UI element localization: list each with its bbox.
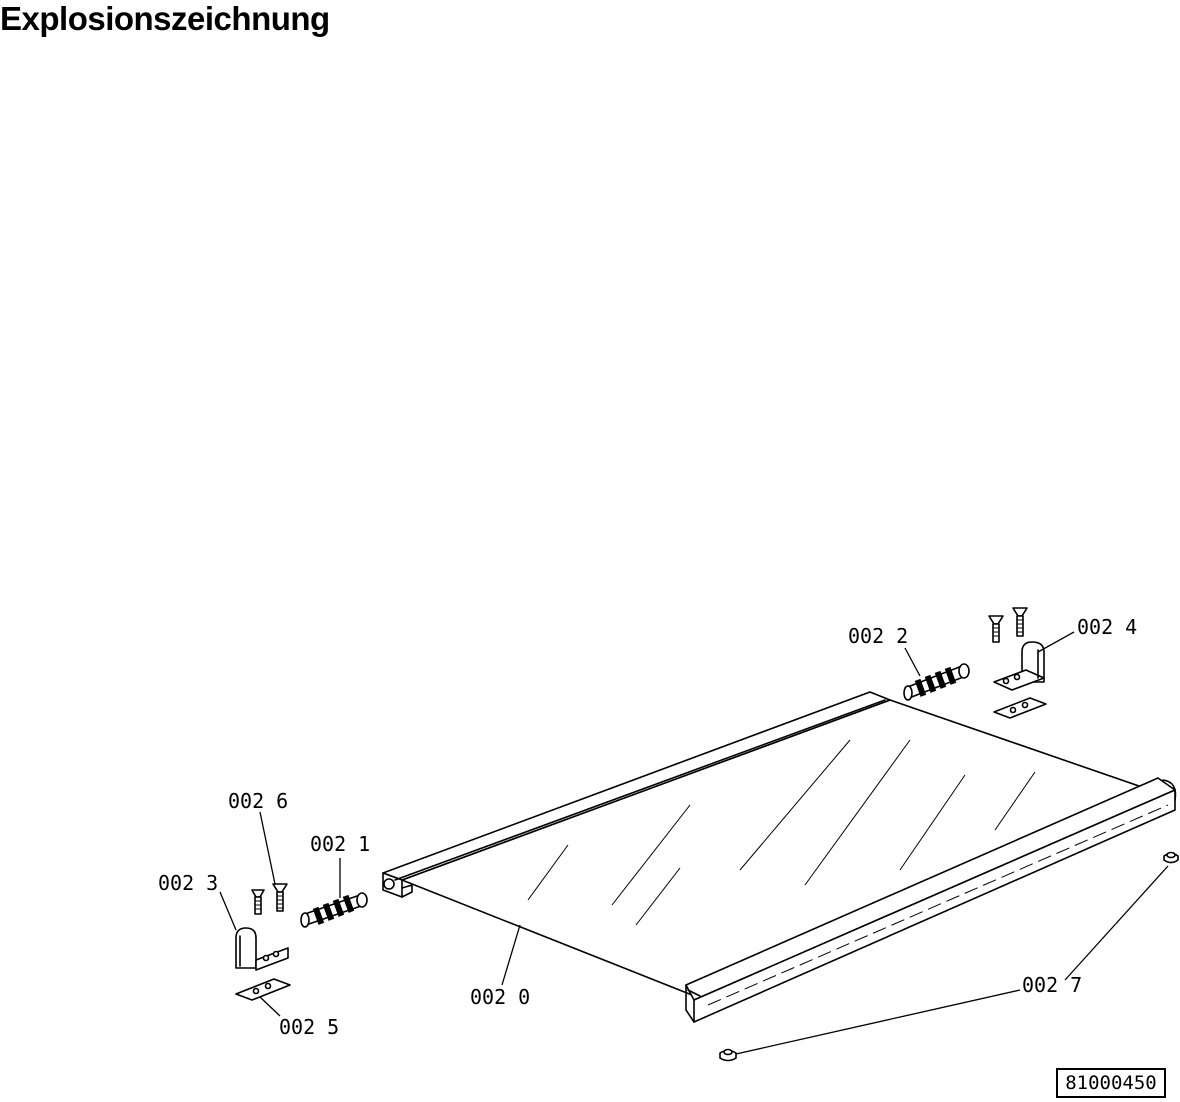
- drawing-number-box: 81000450: [1056, 1068, 1166, 1098]
- support-bolt-right: [903, 663, 970, 701]
- plate-right: [993, 697, 1047, 719]
- part-label-0024: 002 4: [1077, 615, 1137, 639]
- bracket-right: [993, 641, 1045, 691]
- bracket-left: [235, 927, 289, 971]
- plate-left: [235, 978, 291, 1001]
- screws-left: [251, 883, 288, 915]
- part-label-0026: 002 6: [228, 789, 288, 813]
- part-label-0020: 002 0: [470, 985, 530, 1009]
- support-bolt-left: [300, 892, 368, 928]
- screws-right: [988, 607, 1028, 643]
- part-label-0023: 002 3: [158, 871, 218, 895]
- part-label-0025: 002 5: [279, 1015, 339, 1039]
- leader-lines: [219, 631, 1169, 1055]
- part-label-0022: 002 2: [848, 624, 908, 648]
- glass-shelf: [382, 691, 1177, 1023]
- foot-pad-left: [719, 1048, 737, 1062]
- part-label-0027: 002 7: [1022, 973, 1082, 997]
- page-title: Explosionszeichnung: [0, 0, 330, 37]
- part-label-0021: 002 1: [310, 832, 370, 856]
- foot-pad-right: [1163, 851, 1179, 864]
